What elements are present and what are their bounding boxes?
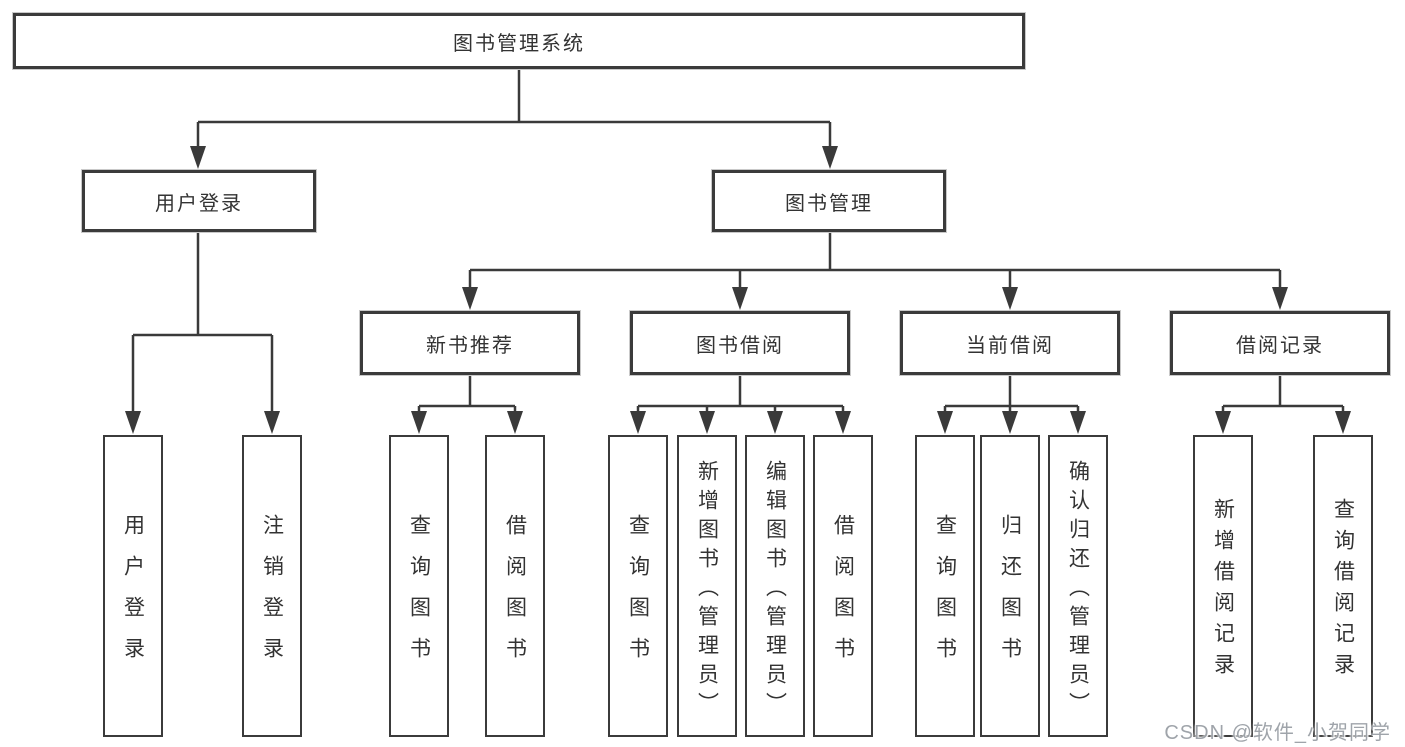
node-leaf-borrow-books-recommend: 借阅图书 (485, 435, 545, 737)
node-label: 新书推荐 (426, 334, 514, 357)
node-label: 当前借阅 (966, 334, 1054, 357)
node-label: 借阅图书 (831, 514, 855, 678)
node-label: 借阅图书 (503, 514, 527, 678)
node-label: 图书管理 (785, 192, 873, 215)
node-label: 用户登录 (155, 192, 243, 215)
node-book-management: 图书管理 (712, 170, 946, 232)
node-user-login: 用户登录 (82, 170, 316, 232)
node-label: 图书管理系统 (453, 32, 585, 55)
node-leaf-borrow-books: 借阅图书 (813, 435, 873, 737)
node-label: 图书借阅 (696, 334, 784, 357)
node-leaf-confirm-return-admin: 确认归还（管理员） (1048, 435, 1108, 737)
node-label: 新增图书（管理员） (695, 459, 719, 721)
node-label: 归还图书 (998, 514, 1022, 678)
node-leaf-query-borrow-record: 查询借阅记录 (1313, 435, 1373, 737)
node-book-borrow: 图书借阅 (630, 311, 850, 375)
node-label: 用户登录 (121, 514, 145, 678)
csdn-watermark: CSDN @软件_小贺同学 (1164, 722, 1391, 744)
node-current-borrow: 当前借阅 (900, 311, 1120, 375)
node-label: 查询借阅记录 (1331, 498, 1355, 684)
node-new-book-recommend: 新书推荐 (360, 311, 580, 375)
node-root-system: 图书管理系统 (13, 13, 1025, 69)
node-leaf-add-books-admin: 新增图书（管理员） (677, 435, 737, 737)
node-label: 确认归还（管理员） (1066, 459, 1090, 721)
node-label: 新增借阅记录 (1211, 498, 1235, 684)
node-leaf-edit-books-admin: 编辑图书（管理员） (745, 435, 805, 737)
node-label: 注销登录 (260, 514, 284, 678)
node-leaf-add-borrow-record: 新增借阅记录 (1193, 435, 1253, 737)
node-label: 借阅记录 (1236, 334, 1324, 357)
node-label: 查询图书 (933, 514, 957, 678)
node-leaf-query-books-recommend: 查询图书 (389, 435, 449, 737)
node-leaf-query-books-current: 查询图书 (915, 435, 975, 737)
node-leaf-return-books: 归还图书 (980, 435, 1040, 737)
node-leaf-query-books-borrow: 查询图书 (608, 435, 668, 737)
node-leaf-logout: 注销登录 (242, 435, 302, 737)
node-borrow-records: 借阅记录 (1170, 311, 1390, 375)
node-leaf-user-login: 用户登录 (103, 435, 163, 737)
node-label: 编辑图书（管理员） (763, 459, 787, 721)
node-label: 查询图书 (626, 514, 650, 678)
node-label: 查询图书 (407, 514, 431, 678)
